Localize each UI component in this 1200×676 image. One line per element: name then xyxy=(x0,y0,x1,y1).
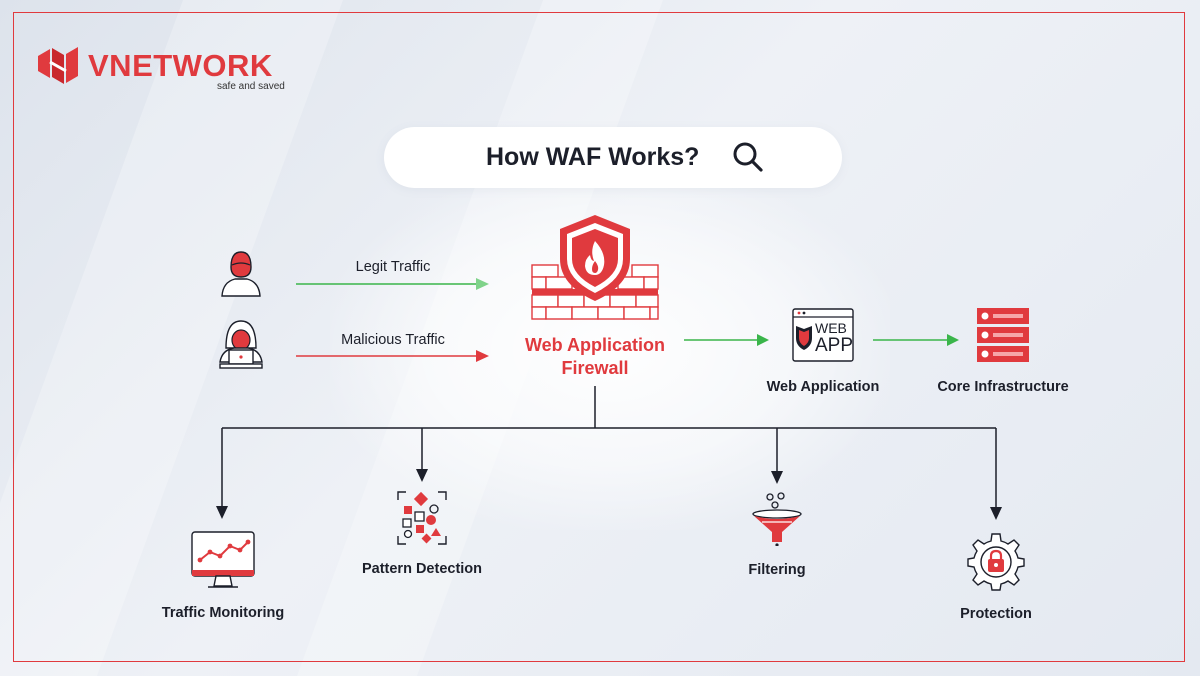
web-app-icon: WEB APP xyxy=(792,308,854,362)
page-title: How WAF Works? xyxy=(486,143,700,171)
app-to-core-arrow-head xyxy=(947,334,959,346)
monitor-chart-icon xyxy=(191,531,255,588)
legit-arrow-head xyxy=(476,278,489,290)
web-app-icon-text2: APP xyxy=(815,335,854,356)
firewall-shield-icon xyxy=(531,215,659,320)
brand-tagline: safe and saved xyxy=(217,81,285,92)
branch-arrow-head xyxy=(416,469,428,482)
branch-arrow-head xyxy=(990,507,1002,520)
gear-lock-icon xyxy=(967,533,1025,591)
function-label: Traffic Monitoring xyxy=(161,605,285,621)
brand-logo: VNETWORK safe and saved xyxy=(34,44,285,93)
pattern-detection-icon xyxy=(397,491,447,545)
server-stack-icon xyxy=(977,308,1029,362)
hacker-icon xyxy=(219,320,263,369)
function-label: Filtering xyxy=(748,562,806,578)
waf-to-app-arrow-head xyxy=(757,334,769,346)
waf-label-line1: Web Application xyxy=(524,335,665,355)
legit-user-icon xyxy=(221,251,261,297)
function-label: Pattern Detection xyxy=(361,561,483,577)
waf-label-line2: Firewall xyxy=(561,358,629,378)
border-frame xyxy=(13,12,1185,662)
malicious-arrow-head xyxy=(476,350,489,362)
branch-arrow-head xyxy=(216,506,228,519)
funnel-icon xyxy=(752,492,802,546)
web-app-icon-text1: WEB xyxy=(815,320,847,336)
malicious-traffic-label: Malicious Traffic xyxy=(341,332,445,348)
vnetwork-logo-icon xyxy=(38,47,78,84)
brand-name: VNETWORK xyxy=(88,48,273,83)
core-infrastructure-label: Core Infrastructure xyxy=(937,379,1069,395)
title-pill: How WAF Works? xyxy=(384,127,842,188)
waf-label: Web Application Firewall xyxy=(490,334,700,380)
function-label: Protection xyxy=(960,606,1032,622)
search-icon xyxy=(733,142,763,172)
web-application-label: Web Application xyxy=(766,379,880,395)
legit-traffic-label: Legit Traffic xyxy=(355,259,431,275)
branch-arrow-head xyxy=(771,471,783,484)
